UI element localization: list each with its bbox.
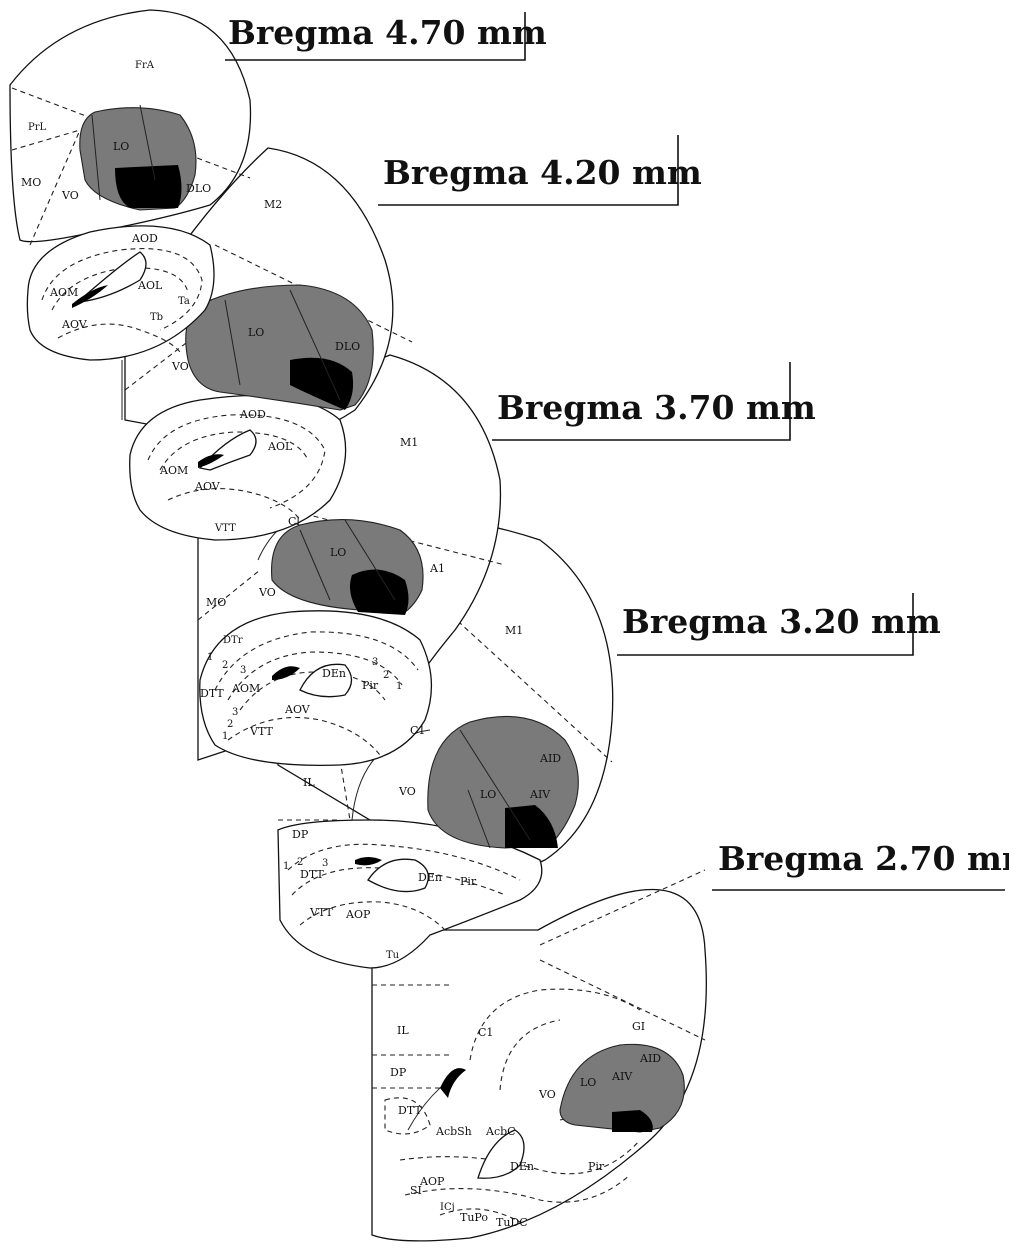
bregma-header-3-70: Bregma 3.70 mm: [492, 362, 816, 440]
region-label: M1: [400, 436, 418, 449]
region-label: DLO: [335, 340, 360, 353]
region-label: Cl: [288, 515, 300, 528]
region-label: Tu: [386, 950, 400, 961]
section-3-20-lesion-gray: [428, 716, 579, 848]
region-label: AID: [639, 1052, 661, 1065]
region-label: 3: [232, 707, 238, 718]
region-label: 3: [240, 665, 246, 676]
region-label: AOL: [137, 279, 163, 292]
region-label: VO: [61, 189, 79, 202]
region-label: AOD: [239, 408, 266, 421]
region-label: 1: [396, 681, 402, 692]
region-label: AcbC: [485, 1125, 516, 1138]
section-3-20-lesion: [428, 716, 579, 848]
region-label: AOV: [61, 318, 88, 331]
region-label: DP: [292, 828, 309, 841]
region-label: SI: [410, 1184, 422, 1197]
region-label: M1: [505, 624, 523, 637]
bregma-label-4-20: Bregma 4.20 mm: [383, 153, 702, 192]
region-label: FrA: [135, 60, 155, 71]
region-label: C1: [478, 1026, 493, 1039]
region-label: VO: [171, 360, 189, 373]
region-label: Pir: [588, 1160, 605, 1173]
region-label: AOL: [267, 440, 293, 453]
region-label: ICj: [440, 1202, 455, 1213]
bregma-header-4-70: Bregma 4.70 mm: [225, 12, 547, 60]
region-label: GI: [632, 1020, 645, 1033]
region-label: DTT: [200, 687, 224, 700]
region-label: Ta: [178, 296, 190, 307]
region-label: VTT: [249, 725, 273, 738]
region-label: DTr: [223, 635, 243, 646]
region-label: LO: [330, 546, 346, 559]
bregma-label-2-70: Bregma 2.70 mm: [718, 839, 1009, 878]
region-label: 2: [383, 670, 389, 681]
region-label: LO: [480, 788, 496, 801]
region-label: AcbSh: [435, 1125, 472, 1138]
bregma-label-4-70: Bregma 4.70 mm: [228, 13, 547, 52]
region-label: TuPo: [460, 1211, 488, 1224]
region-label: AOV: [284, 703, 311, 716]
bregma-label-3-70: Bregma 3.70 mm: [497, 388, 816, 427]
region-label: AIV: [529, 788, 551, 801]
region-label: DTT: [300, 868, 324, 881]
bregma-header-4-20: Bregma 4.20 mm: [378, 135, 702, 205]
region-label: VO: [398, 785, 416, 798]
region-label: Pir: [460, 875, 477, 888]
region-label: 1: [222, 731, 228, 742]
region-label: C1: [410, 724, 425, 737]
region-label: AOM: [159, 464, 188, 477]
region-label: Tb: [150, 312, 163, 323]
region-label: LO: [248, 326, 264, 339]
region-label: A1: [429, 562, 445, 575]
region-label: VTT: [309, 906, 333, 919]
region-label: TuDC: [496, 1216, 528, 1229]
region-label: 3: [372, 657, 378, 668]
region-label: MO: [21, 176, 41, 189]
region-label: AOD: [131, 232, 158, 245]
region-label: AOV: [194, 480, 221, 493]
region-label: VO: [258, 586, 276, 599]
bregma-header-3-20: Bregma 3.20 mm: [617, 593, 941, 655]
region-label: DP: [390, 1066, 407, 1079]
region-label: MO: [206, 596, 226, 609]
region-label: AID: [539, 752, 561, 765]
region-label: DTT: [398, 1104, 422, 1117]
region-label: DLO: [186, 182, 211, 195]
section-4-70-lesion-core: [115, 165, 182, 208]
region-label: AIV: [611, 1070, 633, 1083]
region-label: IL: [303, 776, 315, 789]
region-label: 1: [283, 861, 289, 872]
region-label: DEn: [510, 1160, 534, 1173]
region-label: 2: [297, 857, 303, 868]
region-label: 2: [227, 719, 233, 730]
region-label: DEn: [322, 667, 346, 680]
region-label: PrL: [28, 122, 47, 133]
region-label: 1: [207, 652, 213, 663]
region-label: IL: [397, 1024, 409, 1037]
region-label: AOP: [419, 1175, 445, 1188]
region-label: AOP: [345, 908, 371, 921]
region-label: AOM: [49, 286, 78, 299]
region-label: LO: [580, 1076, 596, 1089]
region-label: VO: [538, 1088, 556, 1101]
region-label: M2: [264, 198, 282, 211]
region-label: DEn: [418, 871, 442, 884]
region-label: 2: [222, 660, 228, 671]
region-label: Pir: [362, 679, 379, 692]
bregma-header-2-70: Bregma 2.70 mm: [712, 839, 1009, 890]
region-label: VTT: [214, 523, 236, 534]
region-label: LO: [113, 140, 129, 153]
region-label: AOM: [231, 682, 260, 695]
bregma-label-3-20: Bregma 3.20 mm: [622, 602, 941, 641]
